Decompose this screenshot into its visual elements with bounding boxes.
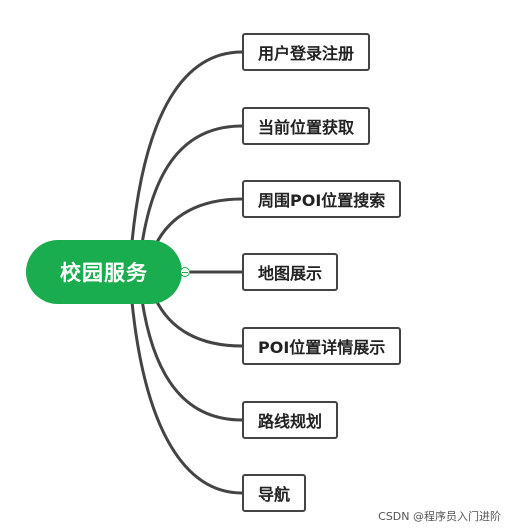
branch-label: 当前位置获取 xyxy=(258,118,355,137)
branch-node-poi-search[interactable]: 周围POI位置搜索 xyxy=(242,180,402,218)
branch-label: 导航 xyxy=(258,485,291,504)
branch-node-map-display[interactable]: 地图展示 xyxy=(242,253,339,291)
branch-label: 路线规划 xyxy=(258,412,323,431)
connector-1 xyxy=(130,50,243,243)
watermark: CSDN @程序员入门进阶 xyxy=(378,510,501,523)
branch-node-navigation[interactable]: 导航 xyxy=(242,474,307,512)
branch-label: 用户登录注册 xyxy=(258,44,355,63)
connector-3 xyxy=(153,197,243,247)
branch-node-route-planning[interactable]: 路线规划 xyxy=(242,401,339,439)
connector-7 xyxy=(130,301,243,495)
connector-2 xyxy=(140,124,243,245)
branch-label: 周围POI位置搜索 xyxy=(258,191,386,210)
branch-node-location[interactable]: 当前位置获取 xyxy=(242,107,371,145)
connector-5 xyxy=(153,297,243,348)
branch-node-poi-detail[interactable]: POI位置详情展示 xyxy=(242,327,402,365)
branch-node-login[interactable]: 用户登录注册 xyxy=(242,33,371,71)
root-label: 校园服务 xyxy=(60,261,148,285)
collapse-toggle-icon[interactable] xyxy=(180,267,190,277)
branch-label: 地图展示 xyxy=(258,264,323,283)
root-node[interactable]: 校园服务 xyxy=(26,240,182,304)
connector-6 xyxy=(140,299,243,422)
branch-label: POI位置详情展示 xyxy=(258,338,386,357)
